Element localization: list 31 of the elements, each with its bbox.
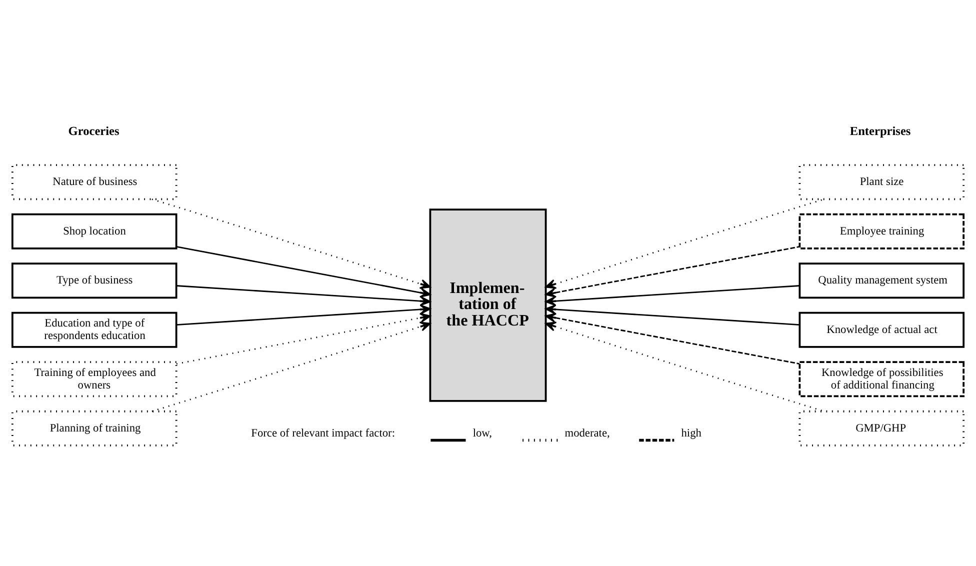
node-box: Type of business <box>11 262 178 299</box>
arrow <box>176 246 431 298</box>
legend-label: high <box>681 428 702 440</box>
arrow <box>152 322 431 412</box>
node-box: Knowledge of actual act <box>798 312 965 348</box>
arrow <box>152 198 431 289</box>
arrow <box>176 304 431 326</box>
arrow <box>545 322 824 412</box>
node-box: Plant size <box>798 164 965 200</box>
arrow <box>545 198 824 289</box>
legend-label: low, <box>472 428 492 440</box>
label: Force of relevant impact factor: <box>251 428 395 440</box>
arrow <box>545 246 800 298</box>
arrow <box>545 304 800 326</box>
node-box: Quality management system <box>798 262 965 299</box>
node-box: Implemen- tation of the HACCP <box>429 208 547 402</box>
arrow <box>176 285 431 306</box>
node-box: Knowledge of possibilities of additional financing <box>798 361 965 398</box>
arrow <box>176 312 431 365</box>
label: Groceries <box>68 124 120 138</box>
legend-label: moderate, <box>564 428 610 440</box>
node-box: Shop location <box>11 213 178 250</box>
arrow <box>545 312 800 365</box>
node-box: Training of employees and owners <box>11 361 178 398</box>
label: Enterprises <box>850 124 911 138</box>
node-box: Nature of business <box>11 164 178 200</box>
node-box: Planning of training <box>11 410 178 446</box>
node-box: Education and type of respondents education <box>11 312 178 348</box>
node-box: GMP/GHP <box>798 410 965 446</box>
node-box: Employee training <box>798 213 965 250</box>
arrow <box>545 285 800 306</box>
